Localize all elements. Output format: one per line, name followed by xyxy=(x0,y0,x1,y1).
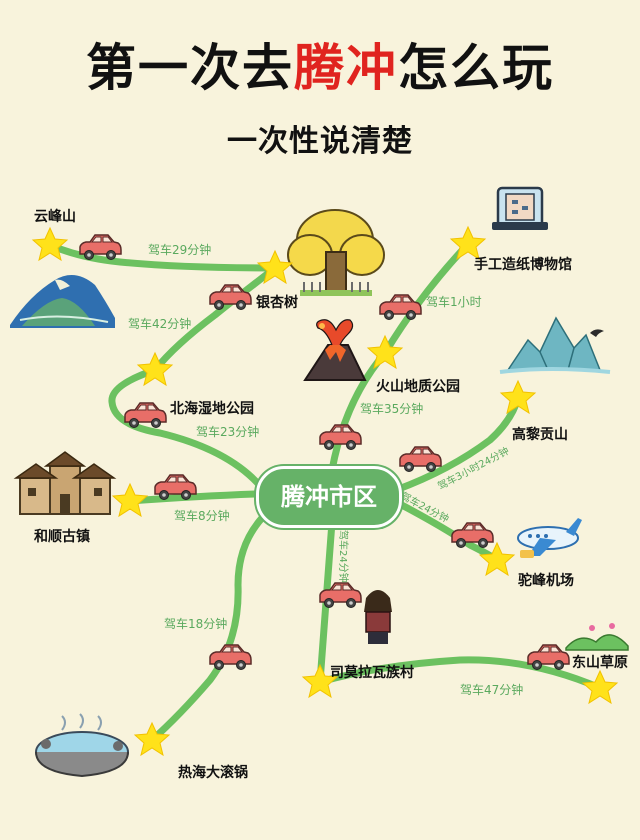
road-simo-dongshan xyxy=(316,656,604,692)
place-label-beihai[interactable]: 北海湿地公园 xyxy=(170,401,254,417)
car-icon xyxy=(79,234,122,261)
route-label: 驾车18分钟 xyxy=(164,616,227,631)
place-label-rehai[interactable]: 热海大滚锅 xyxy=(178,765,248,781)
route-label: 驾车47分钟 xyxy=(460,682,523,697)
volcano-illustration xyxy=(303,319,367,381)
route-label: 驾车29分钟 xyxy=(148,242,211,257)
place-label-gaoligong[interactable]: 高黎贡山 xyxy=(512,427,568,443)
villager-illustration xyxy=(364,590,392,644)
place-label-paper[interactable]: 手工造纸博物馆 xyxy=(474,257,572,273)
title-prefix: 第一次去 xyxy=(86,39,294,97)
mountain-illustration xyxy=(10,275,115,328)
mountains-river-illustration xyxy=(499,316,611,374)
car-icon xyxy=(124,402,167,429)
road-center-rehai xyxy=(148,514,266,744)
road-center-gaoligong xyxy=(392,394,522,494)
ginkgo-tree-illustration xyxy=(287,209,385,296)
route-label: 驾车23分钟 xyxy=(196,424,259,439)
place-label-tuofeng[interactable]: 驼峰机场 xyxy=(518,573,574,589)
title-highlight: 腾冲 xyxy=(294,39,398,97)
car-icon xyxy=(399,446,442,473)
place-label-volcano[interactable]: 火山地质公园 xyxy=(376,379,460,395)
grassland-illustration xyxy=(565,623,629,651)
place-label-simo[interactable]: 司莫拉瓦族村 xyxy=(330,665,414,681)
route-label: 驾车1小时 xyxy=(426,294,482,309)
place-label-yinxing[interactable]: 银杏树 xyxy=(256,295,298,311)
page-subtitle: 一次性说清楚 xyxy=(227,124,413,159)
route-label: 驾车8分钟 xyxy=(174,508,230,523)
hot-spring-illustration xyxy=(35,713,129,778)
title-suffix: 怎么玩 xyxy=(398,39,554,97)
car-icon xyxy=(379,294,422,321)
heshun-town-illustration xyxy=(13,451,117,515)
place-label-heshun[interactable]: 和顺古镇 xyxy=(34,529,90,545)
paper-museum-illustration xyxy=(492,186,548,230)
star-yunfeng xyxy=(32,227,68,261)
place-label-yunfeng[interactable]: 云峰山 xyxy=(34,209,76,225)
place-label-dongshan[interactable]: 东山草原 xyxy=(572,655,628,671)
page-title: 第一次去腾冲怎么玩 xyxy=(0,28,640,100)
route-label: 驾车35分钟 xyxy=(360,401,423,416)
route-label: 驾车24分钟 xyxy=(337,530,350,583)
road-yunfeng-yinxing xyxy=(46,241,279,272)
car-icon xyxy=(209,644,252,671)
airplane-illustration xyxy=(517,518,582,558)
center-node[interactable]: 腾冲市区 xyxy=(256,466,402,528)
star-tuofeng xyxy=(479,542,515,576)
road-yinxing-beihai xyxy=(151,264,279,374)
star-heshun xyxy=(112,483,148,517)
car-icon xyxy=(527,644,570,671)
star-dongshan xyxy=(582,670,618,704)
road-center-heshun xyxy=(126,490,260,505)
route-label: 驾车42分钟 xyxy=(128,316,191,331)
